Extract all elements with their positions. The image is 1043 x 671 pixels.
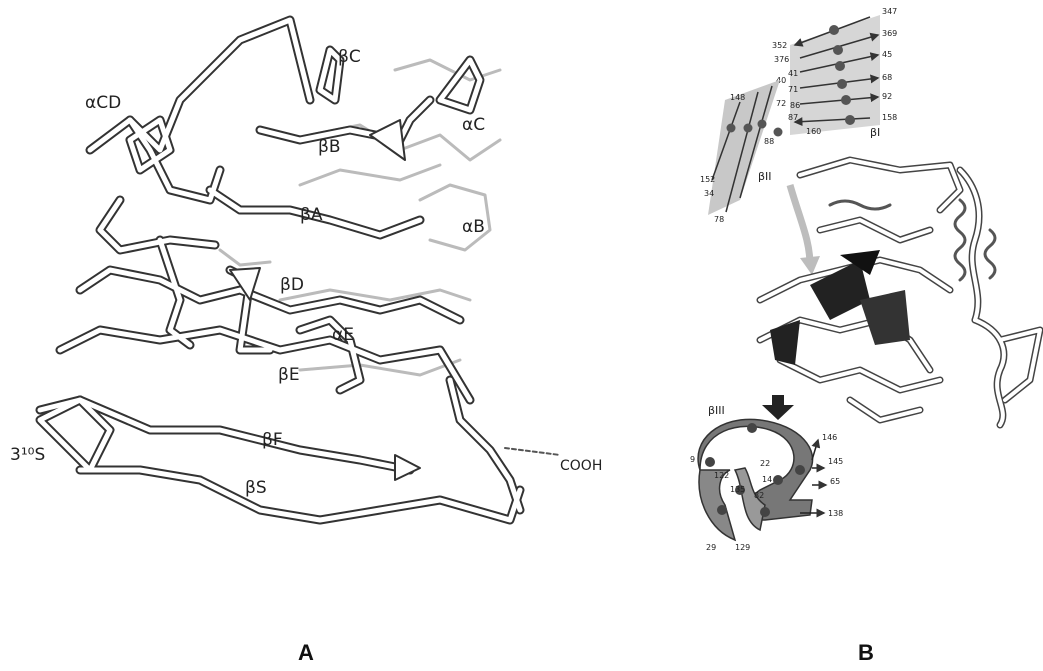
label-alpha-e: αE xyxy=(332,325,354,345)
panel-label-b: B xyxy=(858,640,874,666)
label-alpha-c: αC xyxy=(462,115,485,135)
residue-135: 135 xyxy=(730,485,745,494)
residue-88: 88 xyxy=(764,137,774,146)
residue-148: 148 xyxy=(730,93,745,102)
residue-9: 9 xyxy=(690,455,695,464)
residue-160: 160 xyxy=(806,127,821,136)
residue-129: 129 xyxy=(735,543,750,552)
panel-label-a: A xyxy=(298,640,314,666)
residue-22: 22 xyxy=(760,459,770,468)
residue-369: 369 xyxy=(882,29,897,38)
residue-65: 65 xyxy=(830,477,840,486)
residue-29: 29 xyxy=(706,543,716,552)
panel-b-structure xyxy=(760,160,1040,425)
label-beta-c: βC xyxy=(338,47,361,67)
residue-14: 14 xyxy=(762,475,772,484)
residue-122: 122 xyxy=(714,471,729,480)
label-cooh: COOH xyxy=(560,458,602,474)
label-beta-s: βS xyxy=(245,478,267,498)
residue-78: 78 xyxy=(714,215,724,224)
residue-146: 146 xyxy=(822,433,837,442)
panel-b-sheet-1 xyxy=(790,15,880,135)
residue-87: 87 xyxy=(788,113,798,122)
label-beta-f: βF xyxy=(262,430,283,450)
label-beta-e: βE xyxy=(278,365,300,385)
residue-72: 72 xyxy=(776,99,786,108)
pointer-arrow-1 xyxy=(790,185,810,265)
residue-41: 41 xyxy=(788,69,798,78)
residue-68: 68 xyxy=(882,73,892,82)
label-beta-iii: βIII xyxy=(708,404,725,417)
residue-34: 34 xyxy=(704,189,714,198)
residue-45: 45 xyxy=(882,50,892,59)
residue-145: 145 xyxy=(828,457,843,466)
label-beta-b: βB xyxy=(318,137,341,157)
label-3-10-s: 3¹⁰S xyxy=(10,445,45,465)
residue-138: 138 xyxy=(828,509,843,518)
residue-82: 82 xyxy=(754,491,764,500)
label-alpha-cd: αCD xyxy=(85,93,121,113)
residue-376: 376 xyxy=(774,55,789,64)
pointer-arrow-2 xyxy=(762,395,794,420)
residue-152: 152 xyxy=(700,175,715,184)
residue-158: 158 xyxy=(882,113,897,122)
label-beta-ii: βII xyxy=(758,170,772,183)
residue-71: 71 xyxy=(788,85,798,94)
residue-92: 92 xyxy=(882,92,892,101)
residue-86: 86 xyxy=(790,101,800,110)
label-beta-i: βI xyxy=(870,126,880,139)
label-alpha-b: αB xyxy=(462,217,485,237)
residue-347: 347 xyxy=(882,7,897,16)
label-beta-a: βA xyxy=(300,205,323,225)
residue-352: 352 xyxy=(772,41,787,50)
label-beta-d: βD xyxy=(280,275,304,295)
